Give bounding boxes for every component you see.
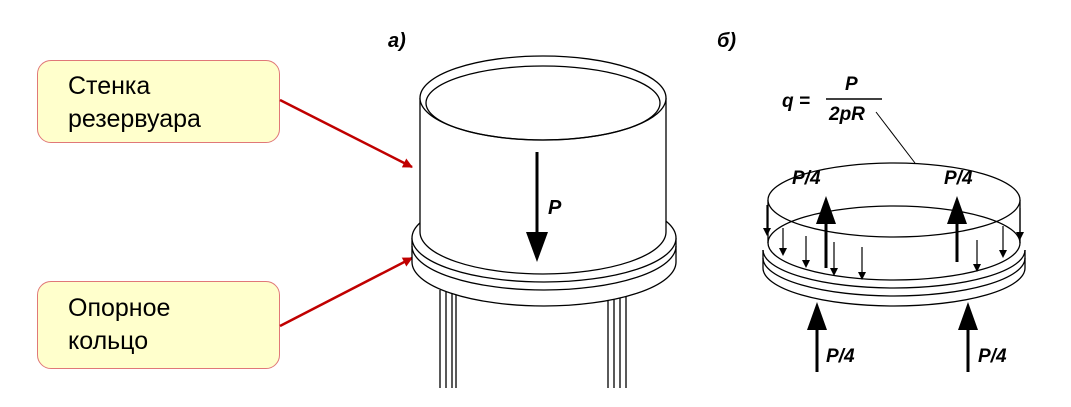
- tank-wall: [419, 55, 667, 275]
- inner-load-label-right: P/4: [944, 168, 973, 189]
- panel-label-a: а): [388, 30, 406, 52]
- support-load-label-right: P/4: [978, 346, 1007, 367]
- callout-support-ring-line1: Опорное: [68, 294, 171, 322]
- callout-tank-wall-line1: Стенка: [68, 72, 151, 100]
- force-p-arrow: [526, 152, 548, 262]
- inner-reaction-arrows: [816, 196, 967, 268]
- formula-q: q = P 2pR: [782, 74, 916, 164]
- callout-tank-wall-line2: резервуара: [68, 105, 201, 133]
- panel-label-b: б): [717, 30, 736, 52]
- pointer-arrow-wall: [279, 98, 413, 169]
- pointer-arrow-ring: [279, 256, 413, 328]
- formula-numerator: P: [845, 74, 858, 95]
- tank-assembly: [411, 55, 677, 388]
- formula-lhs: q =: [782, 91, 810, 112]
- callout-tank-wall: Стенка резервуара: [37, 60, 280, 143]
- support-load-label-left: P/4: [826, 346, 855, 367]
- inner-load-label-left: P/4: [792, 168, 821, 189]
- formula-leader: [875, 111, 916, 164]
- distributed-load-arrows: [763, 205, 1024, 280]
- formula-denominator: 2pR: [828, 104, 865, 125]
- force-p-label: P: [548, 197, 562, 219]
- support-legs: [439, 290, 627, 388]
- support-reaction-arrows: [807, 302, 978, 372]
- callout-support-ring-line2: кольцо: [68, 327, 149, 355]
